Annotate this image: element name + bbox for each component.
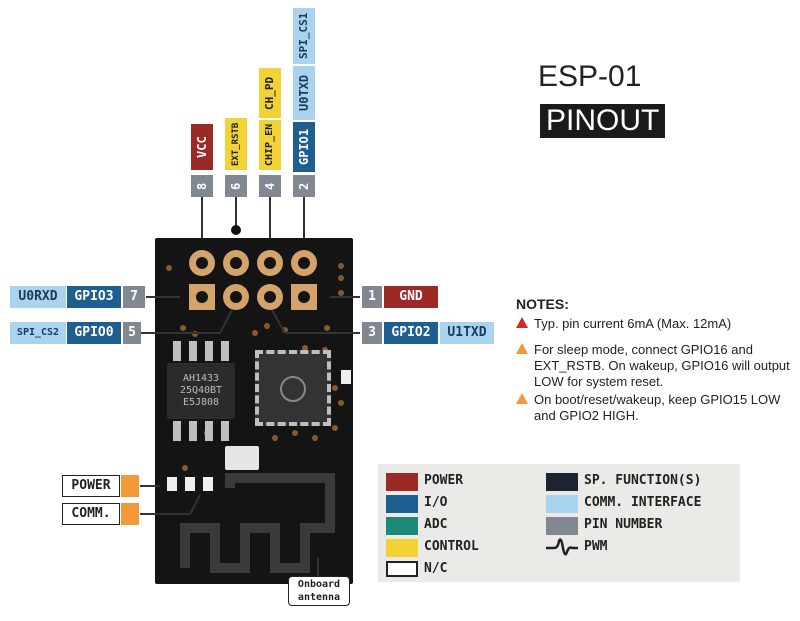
pwm-icon xyxy=(121,503,139,525)
esp01-board: AH1433 25Q40BT E5J808 xyxy=(155,238,353,584)
crystal xyxy=(225,446,259,470)
legend-label-control: CONTROL xyxy=(424,539,479,554)
capacitor xyxy=(341,370,351,384)
board-traces xyxy=(166,263,344,573)
legend-swatch-power xyxy=(386,473,418,491)
legend-swatch-control xyxy=(386,539,418,557)
pin-hole-7 xyxy=(189,284,215,310)
chip-line-2: 25Q40BT xyxy=(179,385,223,396)
diagram-subtitle: PINOUT xyxy=(540,104,666,138)
legend-swatch-comm-interface xyxy=(546,495,578,513)
pin-hole-6 xyxy=(223,250,249,276)
pin-label-gpio0: GPIO0 xyxy=(67,322,121,344)
legend-label-sp-function: SP. FUNCTION(S) xyxy=(584,473,702,488)
legend-swatch-sp-function xyxy=(546,473,578,491)
pin-number-5: 5 xyxy=(123,322,141,344)
note-text: On boot/reset/wakeup, keep GPIO15 LOW an… xyxy=(534,392,781,423)
pin-number-6: 6 xyxy=(225,175,247,197)
pin-number-1: 1 xyxy=(362,286,382,308)
warning-icon xyxy=(516,317,528,328)
pin-label-gpio1: GPIO1 xyxy=(293,122,315,172)
led-label-power: POWER xyxy=(62,475,120,497)
antenna-label-line-2: antenna xyxy=(297,592,341,603)
capacitor xyxy=(203,477,213,491)
note-text: Typ. pin current 6mA (Max. 12mA) xyxy=(534,316,732,331)
pin-label-ch-pd: CH_PD xyxy=(259,68,281,118)
pin-number-4: 4 xyxy=(259,175,281,197)
note-text: For sleep mode, connect GPIO16 and EXT_R… xyxy=(534,342,790,389)
led-label-comm: COMM. xyxy=(62,503,120,525)
chip-line-3: E5J808 xyxy=(182,397,220,408)
note-item: On boot/reset/wakeup, keep GPIO15 LOW an… xyxy=(516,392,792,424)
pin-hole-3 xyxy=(257,284,283,310)
pin-hole-2 xyxy=(291,250,317,276)
flash-chip-legs xyxy=(173,341,229,441)
pin-number-2: 2 xyxy=(293,175,315,197)
pin-label-spi-cs2: SPI_CS2 xyxy=(10,322,66,344)
legend-label-pin-number: PIN NUMBER xyxy=(584,517,663,532)
legend-label-nc: N/C xyxy=(424,561,448,576)
legend-swatch-pin-number xyxy=(546,517,578,535)
pin-label-u0rxd: U0RXD xyxy=(10,286,66,308)
diagram-title: ESP-01 xyxy=(538,60,642,93)
notes-section: NOTES: Typ. pin current 6mA (Max. 12mA) … xyxy=(516,296,792,424)
legend-label-power: POWER xyxy=(424,473,464,488)
pin-hole-8 xyxy=(189,250,215,276)
pin-label-u0txd: U0TXD xyxy=(293,66,315,120)
esp8266-chip xyxy=(255,350,331,426)
legend-swatch-io xyxy=(386,495,418,513)
pin-number-8: 8 xyxy=(191,175,213,197)
capacitor xyxy=(185,477,195,491)
pin-label-gpio2: GPIO2 xyxy=(384,322,438,344)
pin-label-u1txd: U1TXD xyxy=(440,322,494,344)
pin-hole-1 xyxy=(291,284,317,310)
warning-icon xyxy=(516,393,528,404)
legend-label-pwm: PWM xyxy=(584,539,608,554)
pin-label-chip-en: CHIP_EN xyxy=(259,120,281,170)
flash-chip: AH1433 25Q40BT E5J808 xyxy=(167,363,235,419)
chip-line-1: AH1433 xyxy=(182,373,220,384)
antenna-label: Onboard antenna xyxy=(288,576,350,606)
pin-hole-5 xyxy=(223,284,249,310)
pin-number-7: 7 xyxy=(123,286,145,308)
legend-label-adc: ADC xyxy=(424,517,448,532)
pin-label-spi-cs1: SPI_CS1 xyxy=(293,8,315,64)
pin-label-ext-rstb: EXT_RSTB xyxy=(225,118,247,170)
pin-label-vcc: VCC xyxy=(191,124,213,170)
capacitor xyxy=(167,477,177,491)
pwm-wave-icon xyxy=(546,538,578,556)
legend-swatch-nc xyxy=(386,561,418,577)
notes-heading: NOTES: xyxy=(516,296,569,312)
legend: POWER I/O ADC CONTROL N/C SP. FUNCTION(S… xyxy=(378,464,740,582)
note-item: For sleep mode, connect GPIO16 and EXT_R… xyxy=(516,342,792,390)
note-item: Typ. pin current 6mA (Max. 12mA) xyxy=(516,316,792,332)
pwm-icon xyxy=(121,475,139,497)
warning-icon xyxy=(516,343,528,354)
pin-label-gnd: GND xyxy=(384,286,438,308)
pin-hole-4 xyxy=(257,250,283,276)
pin-number-3: 3 xyxy=(362,322,382,344)
legend-swatch-adc xyxy=(386,517,418,535)
pin-label-gpio3: GPIO3 xyxy=(67,286,121,308)
legend-label-io: I/O xyxy=(424,495,448,510)
legend-label-comm-interface: COMM. INTERFACE xyxy=(584,495,702,510)
antenna-label-line-1: Onboard xyxy=(297,579,341,590)
